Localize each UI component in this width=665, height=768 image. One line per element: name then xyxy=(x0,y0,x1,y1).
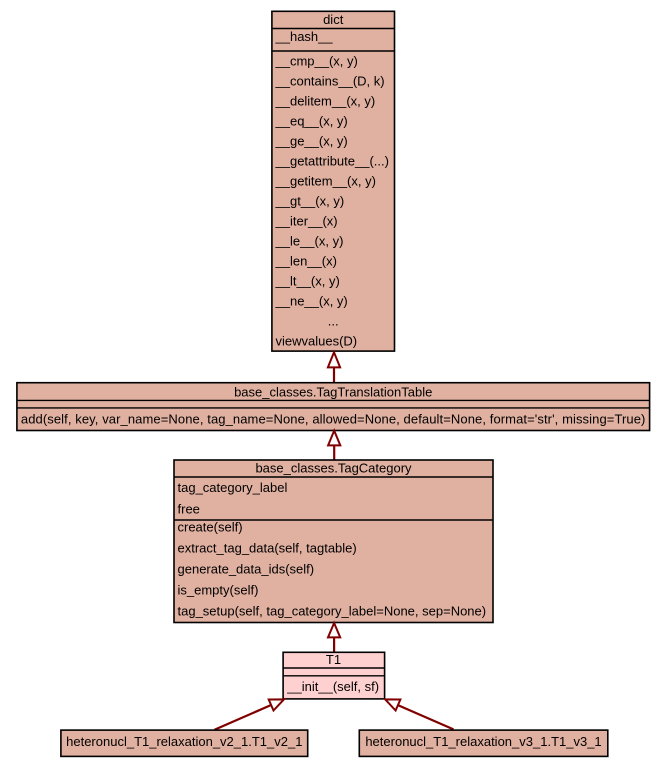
svg-text:__gt__(x, y): __gt__(x, y) xyxy=(275,194,345,209)
svg-text:free: free xyxy=(178,502,200,517)
svg-text:viewvalues(D): viewvalues(D) xyxy=(276,334,358,349)
svg-text:__eq__(x, y): __eq__(x, y) xyxy=(275,114,348,129)
svg-text:is_empty(self): is_empty(self) xyxy=(178,583,259,598)
svg-text:__getitem__(x, y): __getitem__(x, y) xyxy=(275,174,376,189)
svg-text:...: ... xyxy=(328,314,339,329)
svg-text:base_classes.TagCategory: base_classes.TagCategory xyxy=(255,461,412,476)
svg-text:__cmp__(x, y): __cmp__(x, y) xyxy=(275,54,358,69)
svg-text:__lt__(x, y): __lt__(x, y) xyxy=(275,274,340,289)
svg-text:__hash__: __hash__ xyxy=(275,29,334,44)
svg-text:__len__(x): __len__(x) xyxy=(275,254,337,269)
svg-text:__ne__(x, y): __ne__(x, y) xyxy=(275,294,348,309)
svg-text:tag_category_label: tag_category_label xyxy=(178,480,288,495)
svg-text:dict: dict xyxy=(323,12,344,27)
svg-text:__getattribute__(...): __getattribute__(...) xyxy=(275,154,389,169)
svg-text:create(self): create(self) xyxy=(178,520,243,535)
svg-text:extract_tag_data(self, tagtabl: extract_tag_data(self, tagtable) xyxy=(178,541,357,556)
svg-text:heteronucl_T1_relaxation_v2_1.: heteronucl_T1_relaxation_v2_1.T1_v2_1 xyxy=(66,734,302,749)
svg-text:heteronucl_T1_relaxation_v3_1.: heteronucl_T1_relaxation_v3_1.T1_v3_1 xyxy=(365,734,601,749)
svg-text:__le__(x, y): __le__(x, y) xyxy=(275,234,344,249)
svg-text:__iter__(x): __iter__(x) xyxy=(275,214,338,229)
svg-text:__init__(self, sf): __init__(self, sf) xyxy=(286,679,379,694)
svg-text:T1: T1 xyxy=(326,652,341,667)
svg-text:base_classes.TagTranslationTab: base_classes.TagTranslationTable xyxy=(234,384,432,399)
svg-text:tag_setup(self, tag_category_l: tag_setup(self, tag_category_label=None,… xyxy=(178,604,487,619)
svg-text:generate_data_ids(self): generate_data_ids(self) xyxy=(178,562,315,577)
svg-text:__contains__(D, k): __contains__(D, k) xyxy=(275,74,385,89)
svg-text:__delitem__(x, y): __delitem__(x, y) xyxy=(275,94,376,109)
svg-text:__ge__(x, y): __ge__(x, y) xyxy=(275,134,348,149)
svg-text:add(self, key, var_name=None,: add(self, key, var_name=None, tag_name=N… xyxy=(21,411,646,426)
